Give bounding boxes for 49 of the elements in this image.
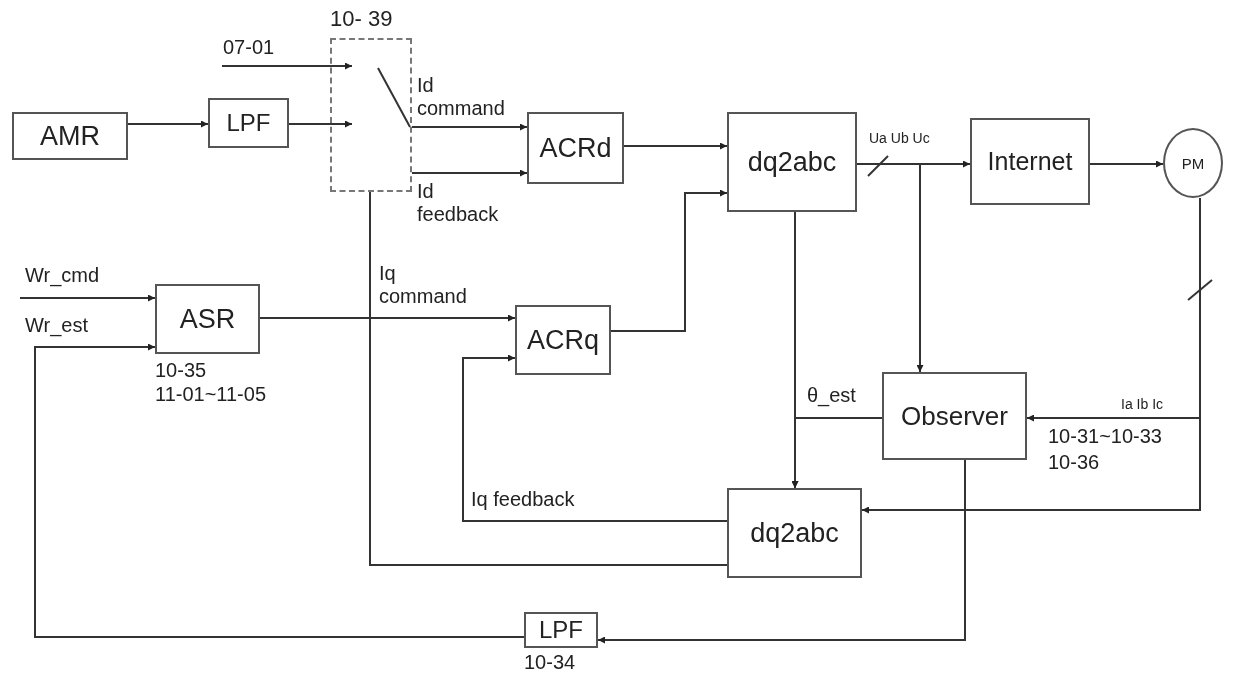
block-label: AMR xyxy=(40,120,100,152)
edge-label: Wr_cmd xyxy=(24,264,101,287)
edge-label: Id command xyxy=(416,74,506,120)
block-label: Internet xyxy=(987,147,1073,176)
arrow xyxy=(221,62,353,70)
edge-label: Iq command xyxy=(378,262,468,308)
arrow xyxy=(127,120,209,128)
arrow xyxy=(19,294,156,302)
arrow xyxy=(288,120,353,128)
arrow xyxy=(623,142,728,150)
arrow xyxy=(259,314,516,322)
process-box xyxy=(527,112,624,184)
parameter-code: 10-35 xyxy=(155,358,207,382)
process-box xyxy=(208,98,289,148)
process-box xyxy=(155,284,260,354)
process-box xyxy=(970,118,1090,205)
block-label: ACRq xyxy=(527,324,599,356)
process-box xyxy=(12,112,128,160)
edge-label: θ_est xyxy=(806,384,857,407)
edge-label: Iq feedback xyxy=(470,488,576,511)
arrow xyxy=(791,417,883,489)
block-label: dq2abc xyxy=(747,146,837,178)
process-box xyxy=(727,488,862,578)
block-label: LPF xyxy=(539,616,583,644)
block-label: PM xyxy=(1181,154,1205,172)
arrow xyxy=(1089,160,1164,168)
arrow xyxy=(411,169,528,177)
block-label: LPF xyxy=(226,109,271,137)
arrow xyxy=(610,189,728,332)
arrow xyxy=(856,163,924,373)
parameter-code: 10-31~10-33 xyxy=(1048,424,1162,448)
process-box xyxy=(727,112,857,212)
block-label: ACRd xyxy=(539,132,612,164)
parameter-code: 10- 39 xyxy=(330,6,393,32)
edge-label: Id feedback xyxy=(416,180,500,226)
arrow xyxy=(411,123,528,131)
parameter-code: 10-36 xyxy=(1048,450,1100,474)
parameter-code: 10-34 xyxy=(524,650,576,674)
connector-line xyxy=(369,191,728,566)
block-label: dq2abc xyxy=(750,517,839,549)
process-box xyxy=(515,305,611,375)
block-label: Observer xyxy=(901,400,1008,432)
arrow xyxy=(597,459,966,644)
process-box xyxy=(882,372,1027,460)
arrow xyxy=(34,343,525,638)
arrow xyxy=(462,354,728,522)
block-label: ASR xyxy=(179,303,236,335)
parameter-code: 11-01~11-05 xyxy=(155,382,266,406)
process-box xyxy=(524,612,598,648)
